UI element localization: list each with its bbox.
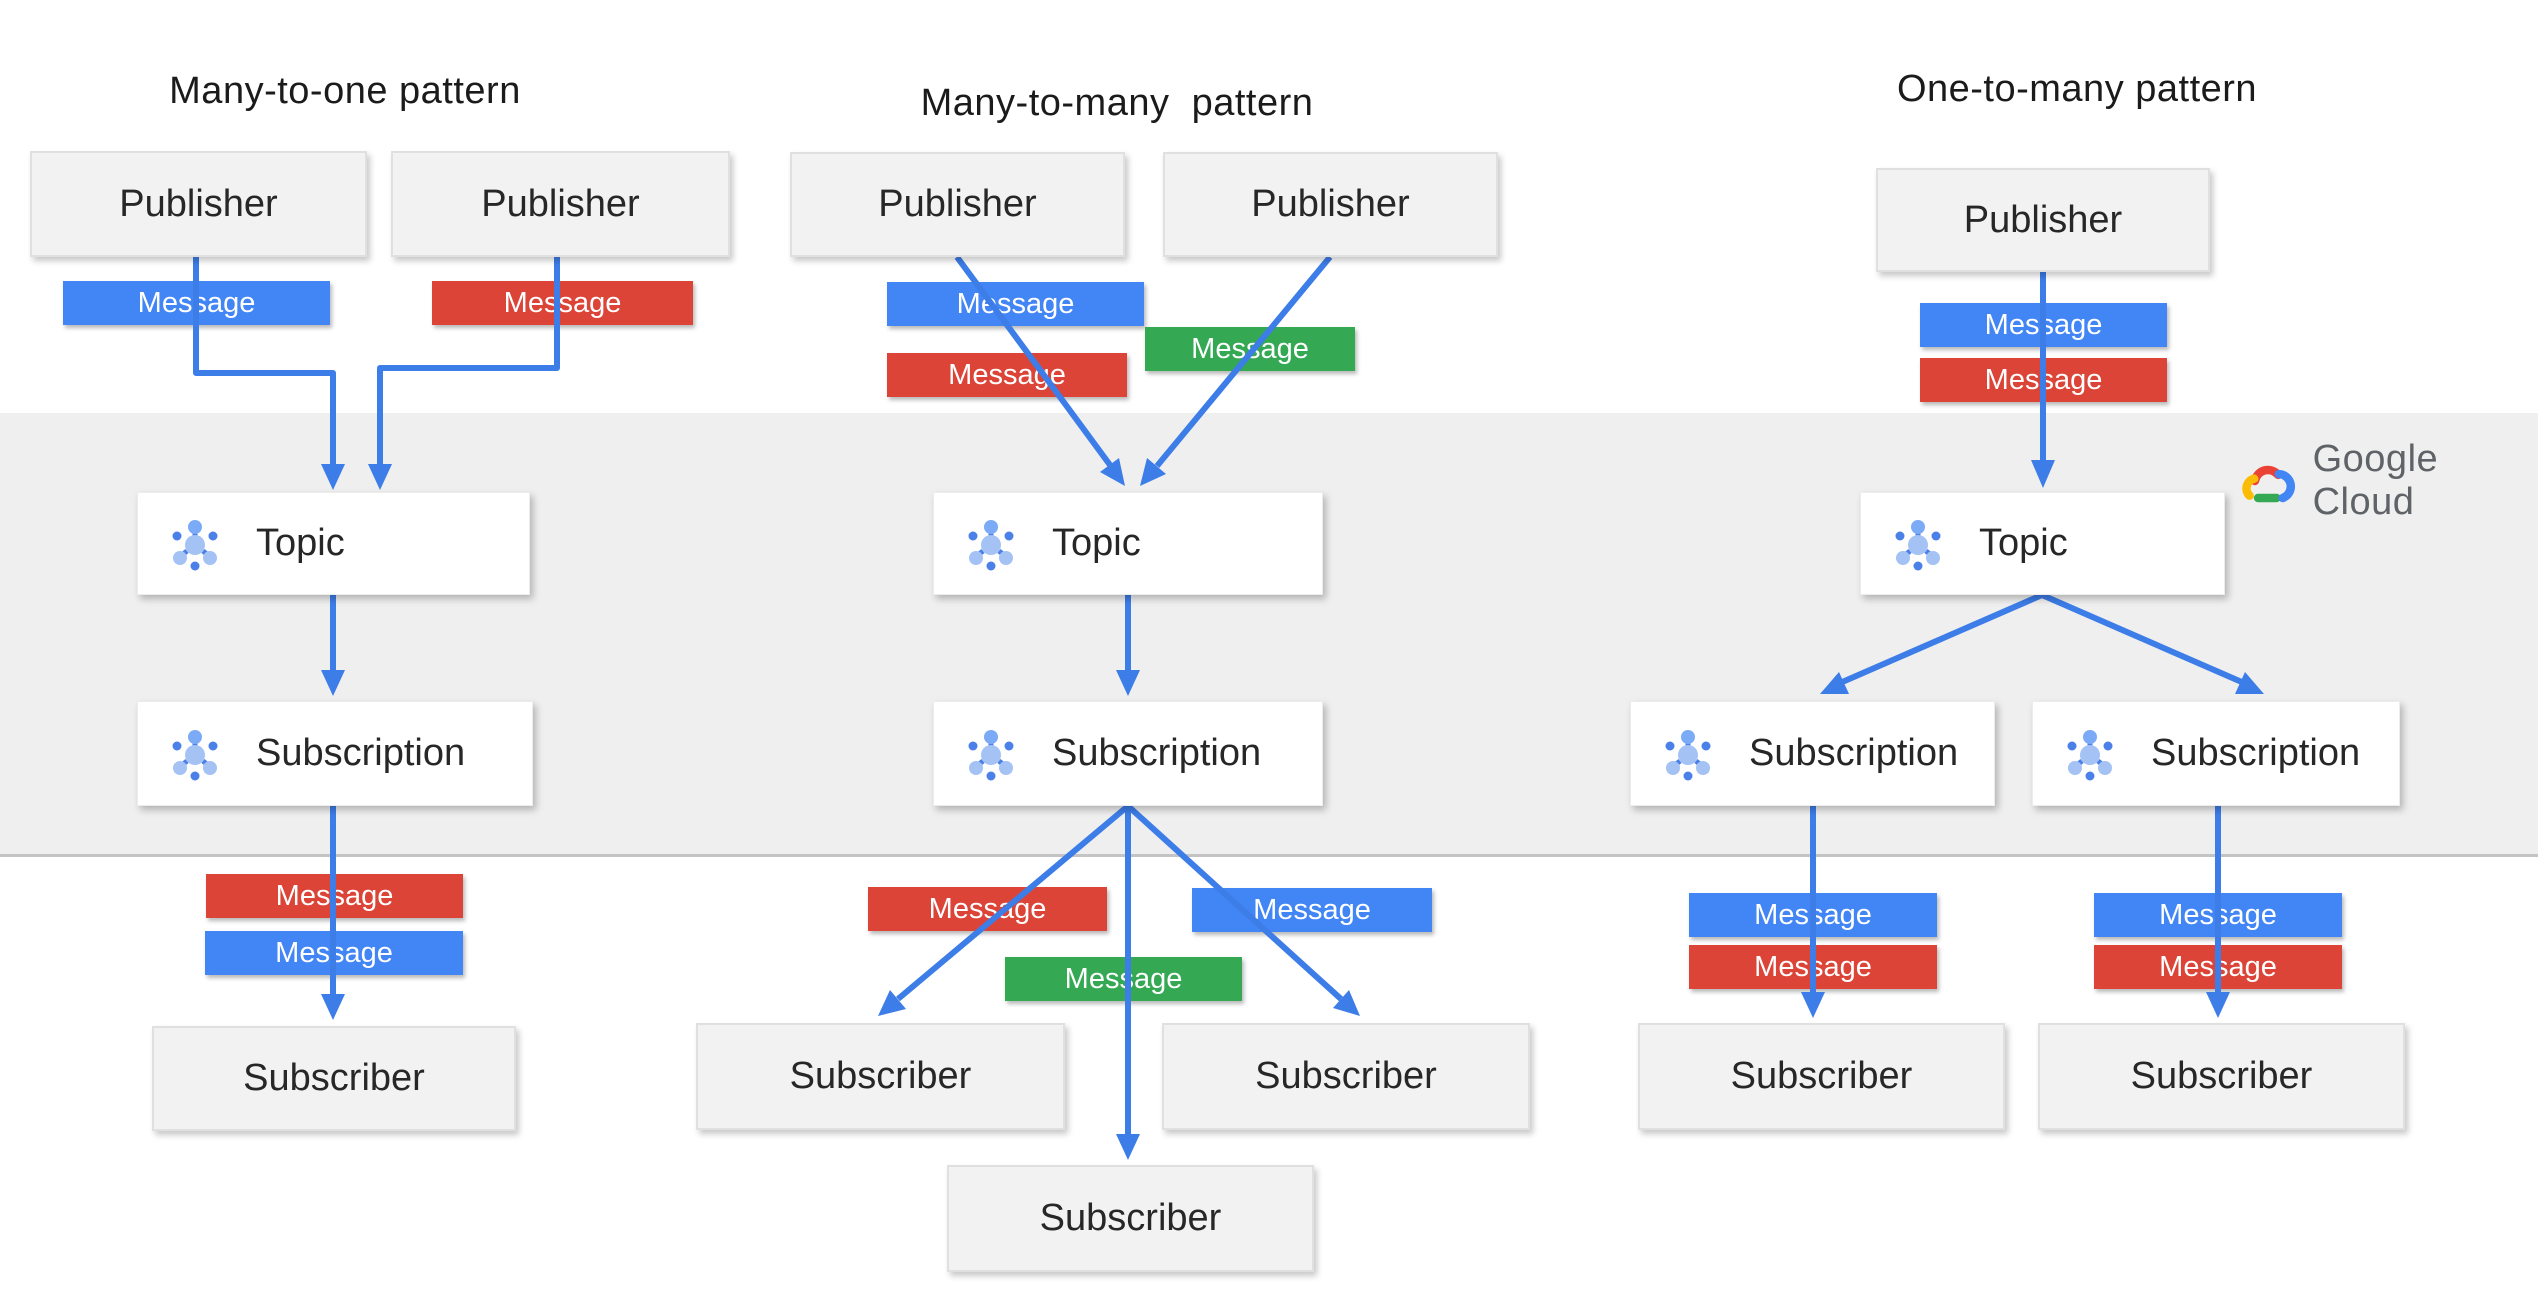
- arrow-topic3-to-subscription-right: [2040, 592, 2264, 694]
- arrow-subscription3r-to-subscriber: [2206, 806, 2230, 1018]
- publisher-label: Publisher: [119, 182, 278, 225]
- pubsub-subscription-icon: [2067, 729, 2113, 780]
- pattern-title-many-to-many: Many-to-many pattern: [920, 82, 1314, 124]
- subscriber-label: Subscriber: [1039, 1197, 1222, 1239]
- publisher-label: Publisher: [1251, 183, 1410, 225]
- google-cloud-logo-text: Google Cloud: [2312, 438, 2439, 523]
- publisher-label: Publisher: [878, 183, 1037, 225]
- publisher-label: Publisher: [1963, 198, 2123, 241]
- topic-label: Topic: [256, 522, 345, 564]
- publisher-node: Publisher: [1876, 168, 2210, 272]
- pubsub-topic-icon: [172, 519, 218, 570]
- message-badge-blue: Message: [1192, 888, 1432, 932]
- subscriber-label: Subscriber: [2130, 1055, 2313, 1097]
- subscription-label: Subscription: [256, 732, 466, 774]
- subscription-label: Subscription: [1052, 732, 1262, 774]
- arrow-topic2-to-subscription2: [1116, 595, 1140, 696]
- subscriber-label: Subscriber: [789, 1055, 972, 1097]
- subscription-node: Subscription: [1630, 701, 1995, 806]
- arrow-topic1-to-subscription1: [321, 595, 345, 696]
- subscriber-node: Subscriber: [1162, 1023, 1530, 1130]
- subscriber-node: Subscriber: [1638, 1023, 2005, 1130]
- arrow-subscription2-to-subscriber-bottom: [1116, 806, 1140, 1160]
- publisher-node: Publisher: [790, 152, 1125, 257]
- pubsub-subscription-icon: [172, 729, 218, 780]
- message-badge-green: Message: [1005, 957, 1242, 1001]
- pattern-title-one-to-many: One-to-many pattern: [1896, 68, 2258, 110]
- publisher-label: Publisher: [481, 182, 640, 225]
- topic-label: Topic: [1979, 522, 2068, 564]
- arrow-pub5-to-topic3: [2031, 272, 2055, 488]
- subscription-node: Subscription: [2032, 701, 2400, 806]
- arrow-topic3-to-subscription-left: [1820, 592, 2044, 694]
- publisher-node: Publisher: [391, 151, 730, 257]
- arrow-pub2-to-topic1: [368, 257, 560, 490]
- google-cloud-logo: Google Cloud: [2238, 438, 2538, 524]
- publisher-node: Publisher: [1163, 152, 1498, 257]
- message-badge-red: Message: [432, 281, 693, 325]
- subscriber-label: Subscriber: [1730, 1055, 1913, 1097]
- google-cloud-logo-icon: [2242, 465, 2295, 503]
- publisher-node: Publisher: [30, 151, 367, 257]
- subscriber-node: Subscriber: [152, 1026, 516, 1131]
- arrow-pub1-to-topic1: [193, 257, 345, 490]
- arrow-subscription1-to-subscriber1: [321, 806, 345, 1020]
- arrow-subscription3l-to-subscriber: [1801, 806, 1825, 1018]
- pubsub-subscription-icon: [968, 729, 1014, 780]
- topic-node: Topic: [1860, 492, 2225, 595]
- pubsub-topic-icon: [1895, 519, 1941, 570]
- subscriber-label: Subscriber: [1255, 1055, 1437, 1097]
- subscriber-label: Subscriber: [243, 1057, 425, 1099]
- pattern-title-many-to-one: Many-to-one pattern: [169, 70, 521, 112]
- arrow-pub3-to-topic2: [954, 255, 1125, 486]
- pubsub-subscription-icon: [1665, 729, 1711, 780]
- subscriber-node: Subscriber: [2038, 1023, 2405, 1130]
- arrow-subscription2-to-subscriber-left: [878, 803, 1130, 1016]
- message-badge-red: Message: [887, 353, 1127, 397]
- topic-node: Topic: [137, 492, 530, 595]
- arrow-pub4-to-topic2: [1140, 255, 1333, 486]
- subscription-label: Subscription: [1749, 732, 1959, 774]
- subscription-label: Subscription: [2151, 732, 2361, 774]
- topic-label: Topic: [1052, 522, 1141, 564]
- pubsub-topic-icon: [968, 519, 1014, 570]
- arrow-subscription2-to-subscriber-right: [1125, 803, 1360, 1016]
- subscriber-node: Subscriber: [696, 1023, 1065, 1130]
- topic-node: Topic: [933, 492, 1323, 595]
- message-badge-blue: Message: [887, 282, 1144, 326]
- subscription-node: Subscription: [933, 701, 1323, 806]
- subscription-node: Subscription: [137, 701, 533, 806]
- subscriber-node: Subscriber: [947, 1165, 1314, 1272]
